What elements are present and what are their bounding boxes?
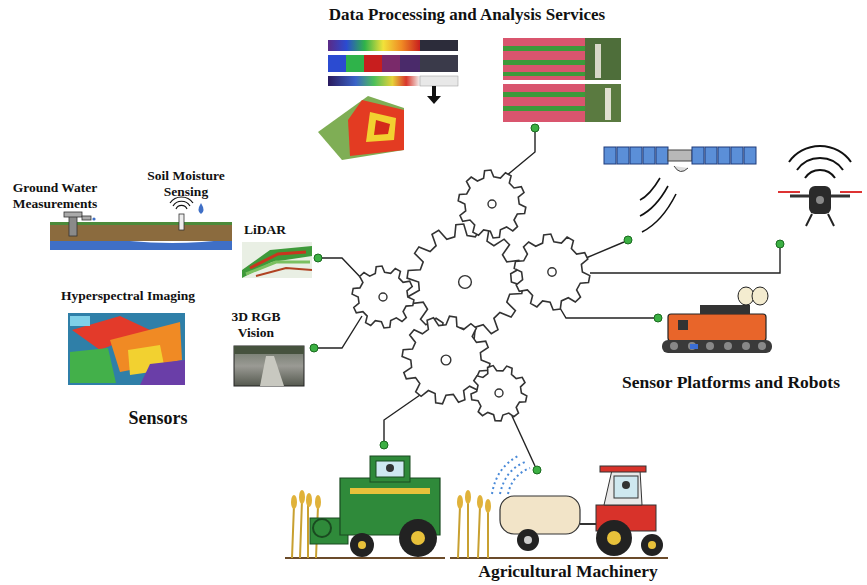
tractor-sprayer xyxy=(450,456,668,558)
gear-hole xyxy=(379,293,387,301)
label-text: Sensors xyxy=(106,408,210,429)
label-text: Soil Moisture Sensing xyxy=(131,168,241,199)
ground-robot xyxy=(662,287,772,353)
drone xyxy=(778,146,862,226)
label-text: Hyperspectral Imaging xyxy=(38,288,218,304)
hyperspectral-image xyxy=(68,313,185,385)
lidar-image xyxy=(242,242,312,278)
label-text: Sensor Platforms and Robots xyxy=(598,372,864,392)
gear xyxy=(407,224,523,340)
gear-hole xyxy=(459,276,472,289)
gear-cluster xyxy=(352,170,590,421)
vineyard-images xyxy=(503,38,621,122)
rgb-image xyxy=(234,346,304,386)
satellite xyxy=(604,147,756,232)
combine-harvester xyxy=(285,456,445,558)
label-text: Data Processing and Analysis Services xyxy=(300,5,634,25)
gear xyxy=(514,234,590,310)
leader-lines xyxy=(318,132,780,466)
spectral-chart xyxy=(318,40,458,160)
label-text: Ground Water Measurements xyxy=(2,180,108,211)
gear-hole xyxy=(495,389,503,397)
label-text: LiDAR xyxy=(232,222,298,238)
gear xyxy=(458,170,526,238)
gear-hole xyxy=(441,355,451,365)
connector-dots xyxy=(310,124,784,474)
gear xyxy=(471,366,527,421)
gear-hole xyxy=(488,200,496,208)
gear-hole xyxy=(548,268,556,276)
label-text: Agricultural Machinery xyxy=(466,561,670,581)
gear xyxy=(352,266,414,328)
label-text: 3D RGB Vision xyxy=(224,309,288,340)
